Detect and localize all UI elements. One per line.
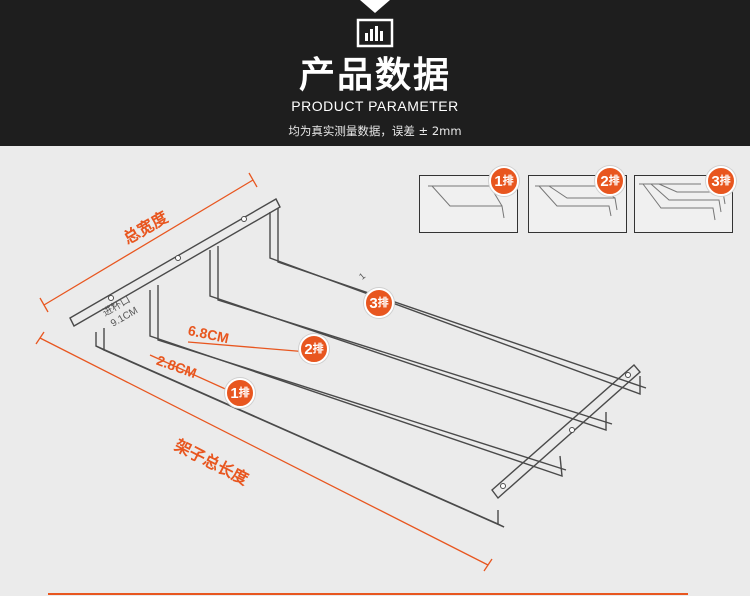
badge-num: 1 (494, 172, 503, 190)
thumbnail-1-row (419, 175, 518, 233)
badge-unit: 排 (502, 174, 514, 187)
bottom-divider (48, 593, 688, 595)
thumbnail-2-row (528, 175, 627, 233)
down-arrow-icon (360, 0, 390, 13)
badge-num: 2 (600, 172, 609, 190)
screw-holes (108, 216, 631, 489)
dimension-lines (35, 172, 493, 572)
rack-frame (69, 198, 647, 528)
badge-unit: 排 (238, 386, 250, 399)
rack-thumb-icon (639, 183, 726, 221)
badge-unit: 排 (608, 174, 620, 187)
measurement-note: 均为真实测量数据，误差 ± 2mm (288, 124, 462, 138)
page-title: 产品数据 (298, 55, 451, 96)
bar-chart-icon (356, 18, 394, 48)
header-banner: 产品数据 PRODUCT PARAMETER 均为真实测量数据，误差 ± 2mm (0, 0, 750, 146)
page-subtitle: PRODUCT PARAMETER (291, 98, 459, 114)
badge-unit: 排 (719, 174, 731, 187)
rack-diagram (35, 172, 647, 572)
badge-num: 1 (230, 384, 239, 402)
badge-unit: 排 (312, 342, 324, 355)
badge-num: 2 (304, 340, 313, 358)
badge-num: 3 (711, 172, 720, 190)
badge-unit: 排 (377, 296, 389, 309)
badge-num: 3 (369, 294, 378, 312)
